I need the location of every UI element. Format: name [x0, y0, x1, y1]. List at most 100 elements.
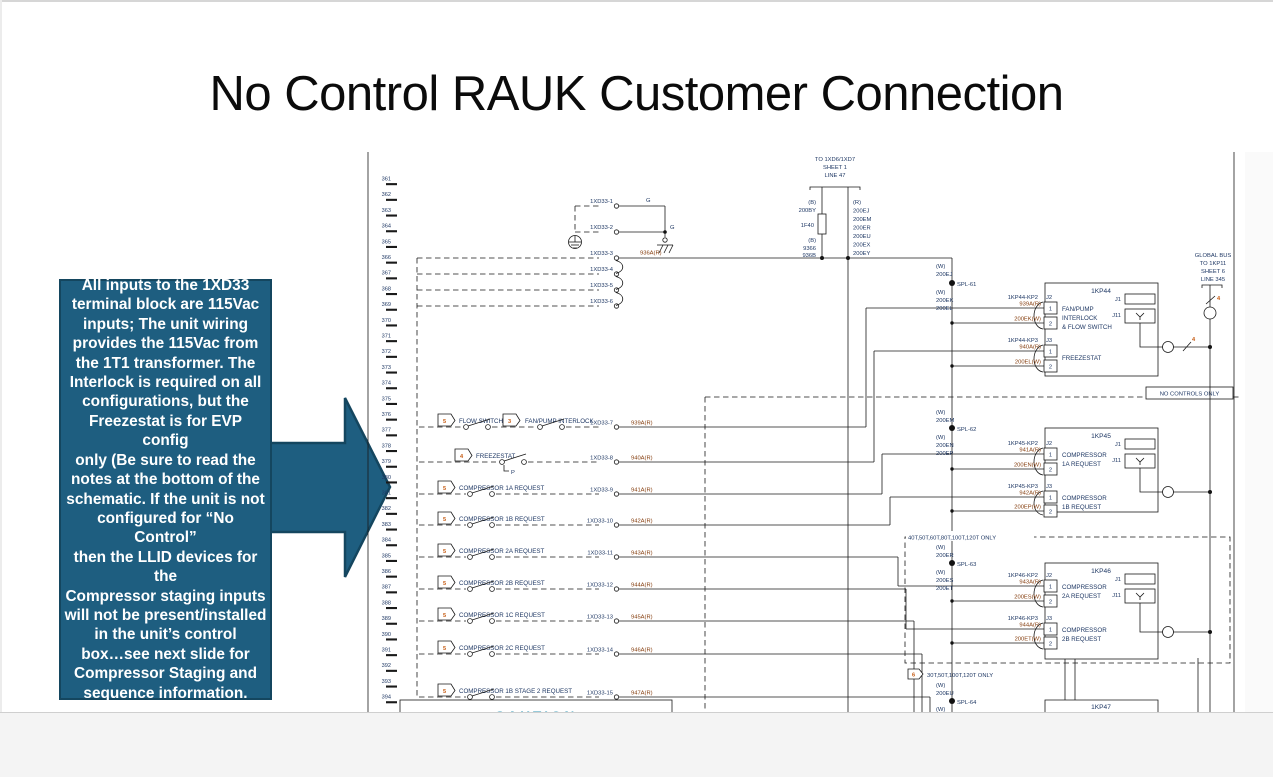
line-number-tick	[386, 481, 397, 484]
wire-label: 943A(R)	[1019, 580, 1041, 586]
note-flag	[502, 413, 521, 427]
row-label: COMPRESSOR 1B REQUEST	[459, 516, 545, 523]
connector-j-label: J2	[1046, 295, 1052, 301]
pin-number: 1	[1049, 496, 1052, 502]
top-edge-divider	[0, 0, 1273, 2]
wire-label: 200ET(W)	[1015, 637, 1041, 643]
connector-label: 1KP44-KP3	[1008, 338, 1038, 344]
top-ref-line1: TO 1XD6/1XD7	[815, 157, 855, 163]
left-bus-label: (B)	[808, 238, 816, 244]
j11-label: J11	[1112, 313, 1121, 319]
connector-label: 1KP46-KP2	[1008, 573, 1038, 579]
note-flag-number: 3	[508, 419, 511, 425]
line-number: 383	[382, 522, 391, 528]
pin-number: 1	[1049, 585, 1052, 591]
splice-label: 200EP	[936, 451, 954, 457]
module-input-label: 2B REQUEST	[1062, 636, 1101, 643]
terminal-label: 1XD33-10	[587, 519, 613, 525]
line-number: 385	[382, 553, 391, 559]
interconnect-wires	[865, 307, 1199, 712]
terminal-label: 1XD33-8	[590, 456, 613, 462]
bus-count: 4	[1217, 296, 1221, 302]
line-number: 388	[382, 600, 391, 606]
chassis-ground-icon	[662, 237, 668, 243]
ground-circuit: 1XD33-1 1XD33-2 G G	[568, 198, 675, 254]
wire-label: 944A(R)	[1019, 623, 1041, 629]
splice-label: 200ER	[936, 553, 954, 559]
module-input-label: COMPRESSOR	[1062, 495, 1107, 502]
input-row-comp-2c: 5 COMPRESSOR 2C REQUEST 1XD33-14 946A(R)	[419, 640, 922, 657]
splice-label: (W)	[936, 435, 945, 441]
line-number-tick	[386, 183, 397, 186]
top-feeder: TO 1XD6/1XD7 SHEET 1 LINE 47 (B) 200BY 1…	[799, 157, 872, 712]
line-number: 376	[382, 412, 391, 418]
j11-label: J11	[1112, 593, 1121, 599]
line-number: 392	[382, 663, 391, 669]
pin-number: 2	[1049, 600, 1052, 606]
note-flag-number: 6	[912, 673, 915, 679]
splice-label: 200EL	[936, 306, 954, 312]
connector-label: 1KP45-KP3	[1008, 484, 1038, 490]
no-controls-box: NO CONTROLS ONLY	[704, 386, 1240, 712]
wire-label: 939A(R)	[631, 421, 653, 427]
input-row-comp-2a: 5 COMPRESSOR 2A REQUEST 1XD33-11 943A(R)	[419, 543, 898, 560]
stage-note: 6 30T,50T,100T,120T ONLY	[907, 668, 993, 680]
input-row-freezestat: 4 FREEZESTAT P 1XD33-8 940A(R)	[419, 448, 874, 476]
line-number-tick	[386, 622, 397, 625]
note-flag-number: 5	[443, 581, 446, 587]
line-number-tick	[386, 198, 397, 201]
stage-note-text: 30T,50T,100T,120T ONLY	[927, 673, 993, 679]
freezestat-p-symbol: P	[511, 470, 515, 476]
line-number-tick	[386, 607, 397, 610]
right-bus-label: 200ER	[853, 226, 871, 232]
line-number-tick	[386, 450, 397, 453]
input-row-flow-switch: 5 FLOW SWITCH 3 FAN/PUMP INTERLOCK 1XD33…	[419, 413, 866, 430]
wire-label: 200EN(W)	[1014, 463, 1041, 469]
line-number-tick	[386, 340, 397, 343]
line-number-tick	[386, 591, 397, 594]
j1-label: J1	[1115, 577, 1121, 583]
global-bus-label: LINE 345	[1201, 277, 1225, 283]
wire-label: 947A(R)	[631, 691, 653, 697]
note-flag-number: 5	[443, 549, 446, 555]
line-number: 371	[382, 334, 391, 340]
note-flag-number: 4	[460, 454, 464, 460]
splice-label: (W)	[936, 683, 945, 689]
terminal-label: 1XD33-4	[590, 267, 614, 273]
module-input-label: FAN/PUMP	[1062, 306, 1094, 313]
line-number: 368	[382, 286, 391, 292]
line-number-tick	[386, 277, 397, 280]
note-flag-number: 5	[443, 613, 446, 619]
j11-connector-icon	[1135, 457, 1145, 465]
splice-label: (W)	[936, 570, 945, 576]
wire-label: 940A(R)	[631, 456, 653, 462]
splice-label: (W)	[936, 707, 945, 712]
wire-label: 943A(R)	[631, 551, 653, 557]
line-number: 393	[382, 679, 391, 685]
wire-label: 942A(R)	[1019, 491, 1041, 497]
line-number: 377	[382, 428, 391, 434]
connector-j-label: J3	[1046, 484, 1052, 490]
terminal-label: 1XD33-12	[587, 583, 613, 589]
module-1kp45: 1KP45 1KP45-KP2 J2 1 2 COMPRESSOR 1A REQ…	[1008, 427, 1212, 518]
terminal-label: 1XD33-5	[590, 283, 613, 289]
pin-number: 2	[1049, 642, 1052, 648]
connector-label: 1KP46-KP3	[1008, 616, 1038, 622]
module-name: 1KP46	[1091, 568, 1111, 575]
ground-wire-label: G	[646, 198, 651, 204]
line-number: 391	[382, 648, 391, 654]
wire-label: 942A(R)	[631, 519, 653, 525]
line-number-tick	[386, 371, 397, 374]
global-bus-label: TO 1KP11	[1200, 261, 1227, 267]
right-bus-label: 200EJ	[853, 209, 870, 215]
pin-number: 2	[1049, 468, 1052, 474]
j11-connector-icon	[1135, 592, 1145, 600]
line-number: 375	[382, 396, 391, 402]
line-number: 386	[382, 569, 391, 575]
row-label: COMPRESSOR 2C REQUEST	[459, 645, 545, 652]
connector-j-label: J2	[1046, 573, 1052, 579]
right-bus-label: 200EY	[853, 251, 871, 257]
no-controls-label: NO CONTROLS ONLY	[1160, 392, 1220, 398]
module-box	[1044, 282, 1159, 377]
